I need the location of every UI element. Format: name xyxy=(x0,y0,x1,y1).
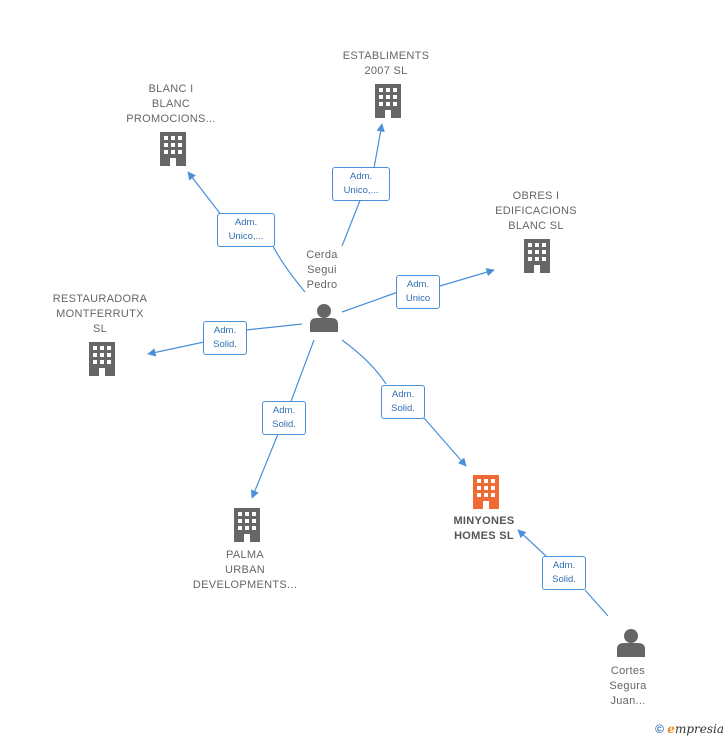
building-icon[interactable] xyxy=(160,132,186,166)
node-label-palma[interactable]: PALMA URBAN DEVELOPMENTS... xyxy=(192,549,298,591)
edge-label-restauradora: Adm. Solid. xyxy=(203,321,247,355)
edge-line-cortes-minyones xyxy=(518,530,609,617)
edge-label-obres: Adm. Unico xyxy=(396,275,440,309)
node-label-cerda[interactable]: Cerda Segui Pedro xyxy=(306,249,338,291)
copyright-icon: © xyxy=(655,722,664,736)
edge-label-palma: Adm. Solid. xyxy=(262,401,306,435)
edge-line-establiments xyxy=(341,124,382,247)
node-label-establiments[interactable]: ESTABLIMENTS 2007 SL xyxy=(342,50,430,77)
edge-label-minyones: Adm. Solid. xyxy=(381,385,425,419)
edge-label-establiments: Adm. Unico,... xyxy=(332,167,390,201)
edge-label-blanc: Adm. Unico,... xyxy=(217,213,275,247)
building-icon[interactable] xyxy=(524,239,550,273)
node-label-cortes[interactable]: Cortes Segura Juan... xyxy=(609,665,647,707)
edge-line-restauradora xyxy=(148,323,303,354)
edge-line-minyones xyxy=(341,339,466,466)
node-label-restauradora[interactable]: RESTAURADORA MONTFERRUTX SL xyxy=(52,293,148,335)
node-label-minyones[interactable]: MINYONES HOMES SL xyxy=(453,515,515,542)
node-label-obres[interactable]: OBRES I EDIFICACIONS BLANC SL xyxy=(495,190,577,232)
building-icon[interactable] xyxy=(89,342,115,376)
edge-line-palma xyxy=(252,339,315,498)
building-icon[interactable] xyxy=(473,475,499,509)
node-label-blanc[interactable]: BLANC I BLANC PROMOCIONS... xyxy=(126,83,216,125)
building-icon[interactable] xyxy=(234,508,260,542)
empresia-logo[interactable]: © empresia xyxy=(655,722,724,736)
edge-line-obres xyxy=(341,270,494,313)
person-icon[interactable] xyxy=(617,629,645,657)
person-icon[interactable] xyxy=(310,304,338,332)
edge-label-cortes: Adm. Solid. xyxy=(542,556,586,590)
building-icon[interactable] xyxy=(375,84,401,118)
